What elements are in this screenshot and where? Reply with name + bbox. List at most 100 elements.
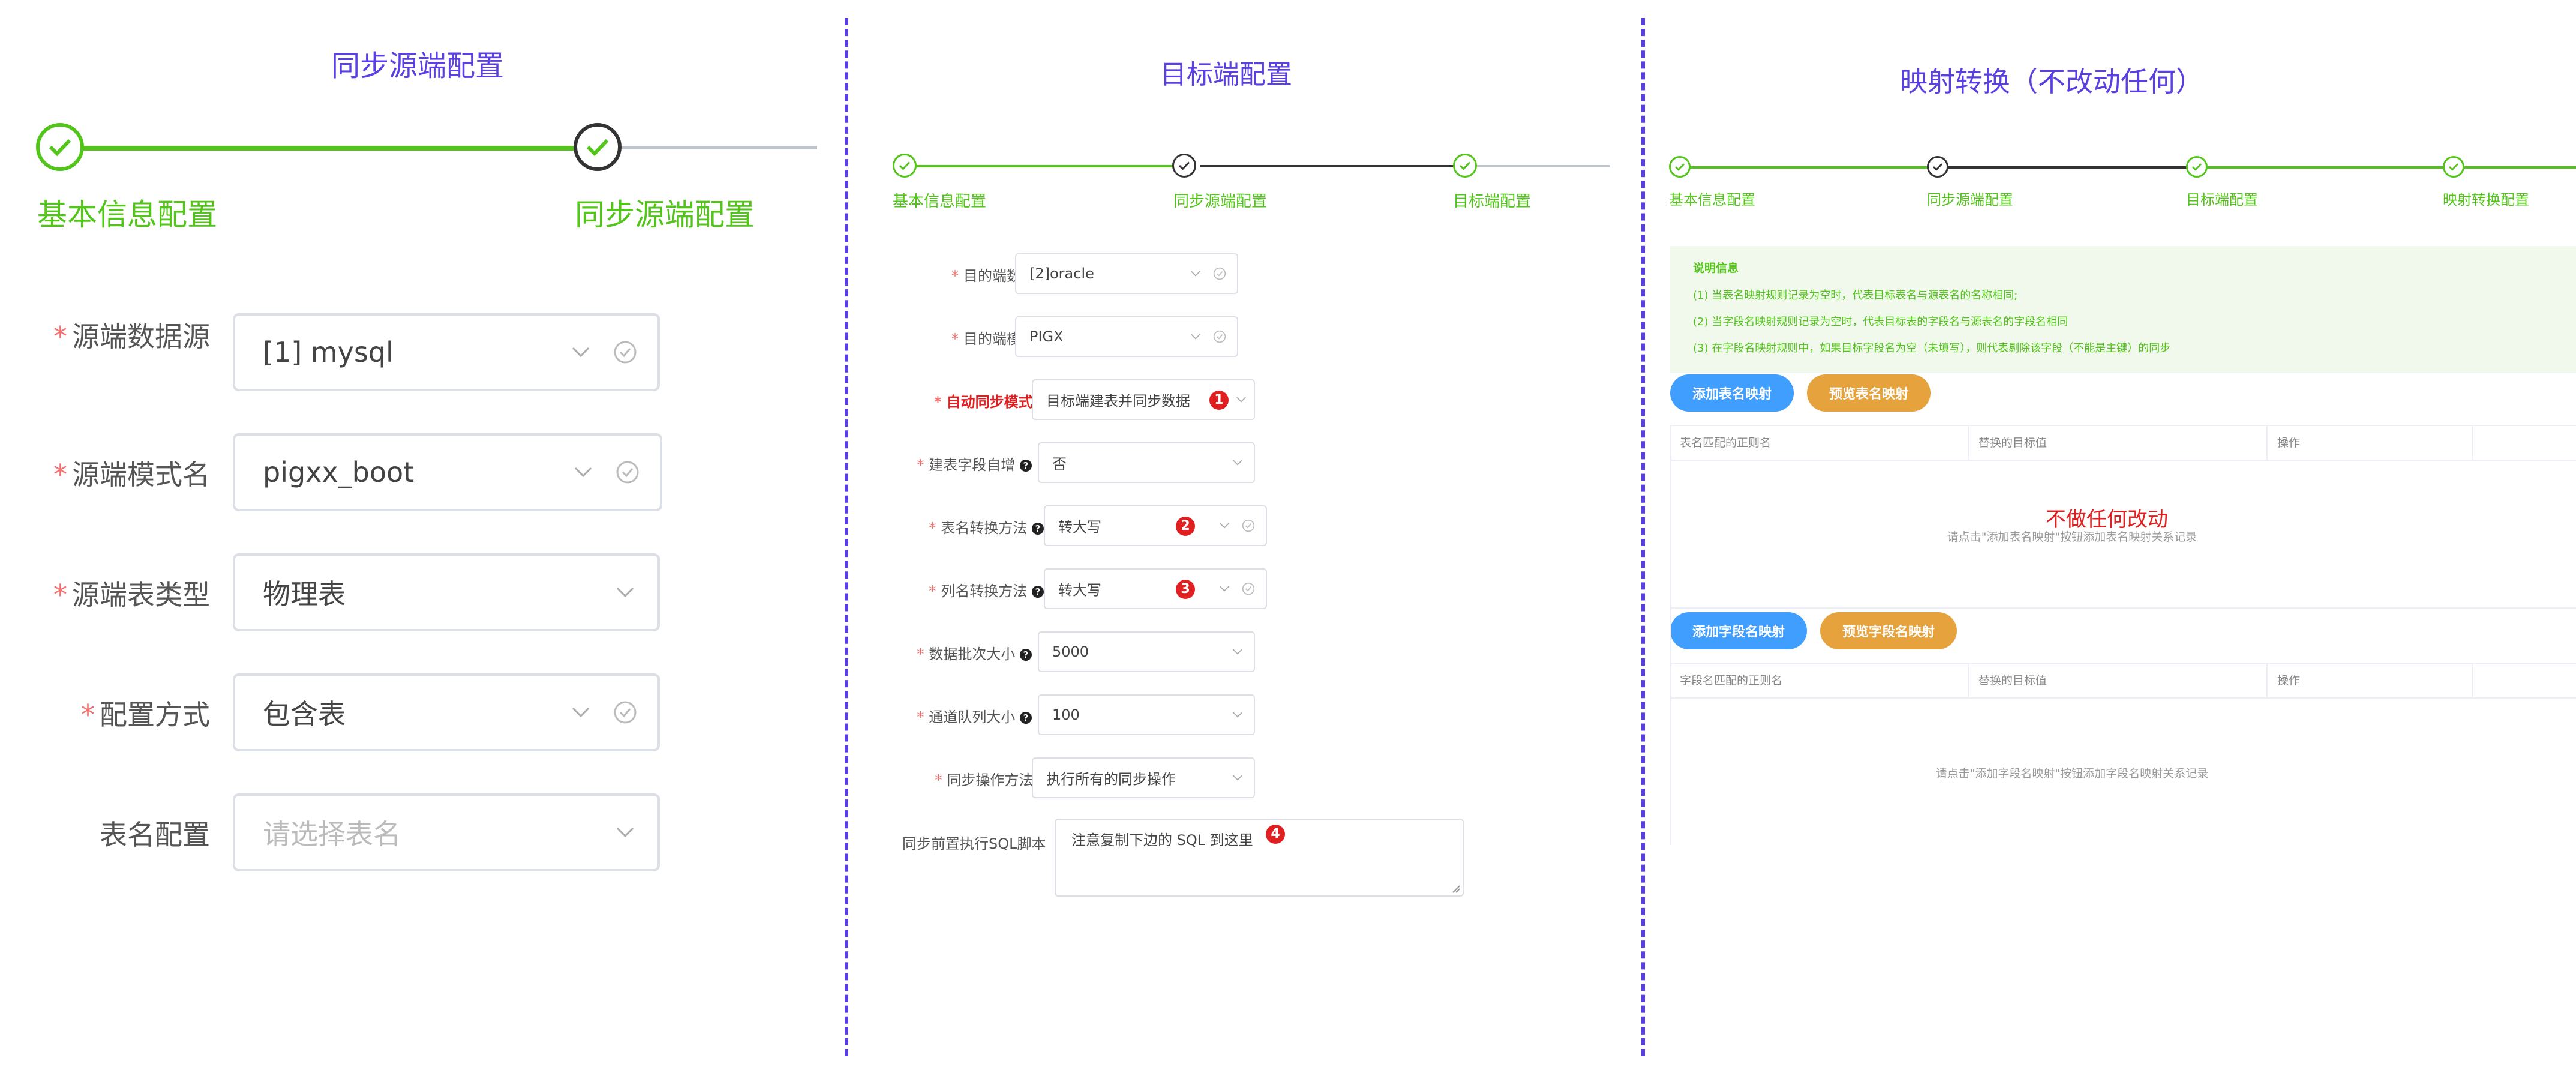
target-schema-select[interactable]: PIGX xyxy=(1015,316,1238,357)
step-complete-icon xyxy=(893,154,917,178)
step-connector xyxy=(2206,166,2444,169)
preview-field-mapping-button[interactable]: 预览字段名映射 xyxy=(1820,612,1957,649)
step-label: 映射转换配置 xyxy=(2443,191,2529,208)
table-left-border xyxy=(1670,425,1671,845)
info-line: (3) 在字段名映射规则中，如果目标字段名为空（未填写），则代表剔除该字段（不能… xyxy=(1693,342,2171,355)
panel-divider-2 xyxy=(1641,18,1645,1056)
column-header: 替换的目标值 xyxy=(1969,664,2268,697)
step-connector xyxy=(1472,165,1610,167)
info-title: 说明信息 xyxy=(1693,262,1739,275)
annotation-badge: 3 xyxy=(1176,580,1195,599)
panel2-title: 目标端配置 xyxy=(1160,59,1292,90)
chevron-down-icon xyxy=(574,467,592,478)
table-name-select[interactable]: 请选择表名 xyxy=(233,793,660,871)
check-circle-icon xyxy=(1242,519,1255,532)
batch-size-select[interactable]: 5000 xyxy=(1038,631,1255,672)
chevron-down-icon xyxy=(1220,586,1229,592)
help-icon[interactable]: ? xyxy=(1020,712,1032,724)
annotation-badge: 2 xyxy=(1176,517,1195,536)
table-mapping-header: 表名匹配的正则名 替换的目标值 操作 xyxy=(1670,425,2576,461)
preview-table-mapping-button[interactable]: 预览表名映射 xyxy=(1807,374,1931,412)
field-mapping-header: 字段名匹配的正则名 替换的目标值 操作 xyxy=(1670,663,2576,699)
pre-sql-textarea[interactable]: 注意复制下边的 SQL 到这里 4 xyxy=(1055,819,1464,897)
step-complete-icon xyxy=(2443,156,2464,178)
step-label: 基本信息配置 xyxy=(1669,191,1755,208)
step-label: 同步源端配置 xyxy=(1173,193,1268,211)
step-complete-icon xyxy=(2186,156,2208,178)
source-schema-label: *源端模式名 xyxy=(53,458,210,491)
add-field-mapping-button[interactable]: 添加字段名映射 xyxy=(1670,612,1807,649)
resize-handle-icon[interactable] xyxy=(1452,885,1460,893)
add-table-mapping-button[interactable]: 添加表名映射 xyxy=(1670,374,1794,412)
step-connector xyxy=(1947,166,2187,169)
sync-operation-select[interactable]: 执行所有的同步操作 xyxy=(1032,757,1255,798)
help-icon[interactable]: ? xyxy=(1032,523,1044,535)
annotation-badge: 1 xyxy=(1209,391,1229,410)
info-line: (1) 当表名映射规则记录为空时，代表目标表名与源表名的名称相同; xyxy=(1693,289,2018,302)
chevron-down-icon xyxy=(1220,523,1229,529)
help-icon[interactable]: ? xyxy=(1032,586,1044,598)
column-name-convert-select[interactable]: 转大写 3 xyxy=(1044,568,1267,609)
check-circle-icon xyxy=(1213,330,1226,343)
step-current-icon xyxy=(574,123,622,171)
check-circle-icon xyxy=(1242,582,1255,595)
chevron-down-icon xyxy=(1233,649,1242,655)
source-datasource-select[interactable]: [1] mysql xyxy=(233,313,660,391)
source-table-type-label: *源端表类型 xyxy=(53,579,210,611)
annotation-badge: 4 xyxy=(1266,825,1285,844)
pre-sql-label: 同步前置执行SQL脚本 xyxy=(902,835,1046,852)
no-change-annotation: 不做任何改动 xyxy=(2046,508,2168,532)
chevron-down-icon xyxy=(1233,460,1242,466)
panel1-title: 同步源端配置 xyxy=(331,49,505,83)
divider xyxy=(1670,607,2576,609)
check-circle-icon xyxy=(616,461,639,484)
chevron-down-icon xyxy=(572,707,590,718)
chevron-down-icon xyxy=(1233,775,1242,781)
auto-sync-mode-select[interactable]: 目标端建表并同步数据 1 xyxy=(1032,379,1255,420)
column-header: 字段名匹配的正则名 xyxy=(1670,664,1969,697)
step-label: 目标端配置 xyxy=(1453,193,1532,211)
column-header: 操作 xyxy=(2268,664,2473,697)
chevron-down-icon xyxy=(1233,712,1242,718)
step-label: 基本信息配置 xyxy=(893,193,987,211)
chevron-down-icon xyxy=(572,347,590,358)
step-complete-icon xyxy=(36,123,84,171)
auto-increment-select[interactable]: 否 xyxy=(1038,442,1255,483)
step-complete-icon xyxy=(1453,154,1477,178)
chevron-down-icon xyxy=(1236,397,1246,403)
step-connector xyxy=(622,146,817,149)
chevron-down-icon xyxy=(616,827,634,838)
auto-sync-mode-label: *自动同步模式 ? xyxy=(934,390,1050,411)
step-connector xyxy=(1200,165,1455,167)
column-header: 替换的目标值 xyxy=(1969,426,2268,460)
source-schema-select[interactable]: pigxx_boot xyxy=(233,433,662,511)
source-table-type-select[interactable]: 物理表 xyxy=(233,553,660,631)
step-connector xyxy=(2462,166,2576,169)
channel-queue-label: *通道队列大小 ? xyxy=(917,705,1032,726)
step-label: 同步源端配置 xyxy=(1927,191,2013,208)
step-connector xyxy=(915,165,1184,167)
step-current-icon xyxy=(1172,154,1196,178)
check-circle-icon xyxy=(614,701,637,724)
auto-increment-label: *建表字段自增 ? xyxy=(917,453,1032,474)
step-connector xyxy=(1689,166,1929,169)
pre-sql-value: 注意复制下边的 SQL 到这里 xyxy=(1071,832,1253,849)
step-current-icon xyxy=(1927,156,1948,178)
info-alert: 说明信息 (1) 当表名映射规则记录为空时，代表目标表名与源表名的名称相同; (… xyxy=(1670,246,2576,373)
check-circle-icon xyxy=(614,341,637,364)
step-label: 目标端配置 xyxy=(2186,191,2258,208)
chevron-down-icon xyxy=(1191,271,1200,277)
table-name-convert-label: *表名转换方法 ? xyxy=(929,516,1044,537)
table-name-convert-select[interactable]: 转大写 2 xyxy=(1044,505,1267,546)
config-mode-select[interactable]: 包含表 xyxy=(233,673,660,751)
check-circle-icon xyxy=(1213,267,1226,280)
table-empty-text: 请点击"添加表名映射"按钮添加表名映射关系记录 xyxy=(1947,530,2197,544)
step-complete-icon xyxy=(1669,156,1691,178)
help-icon[interactable]: ? xyxy=(1020,460,1032,472)
target-datasource-select[interactable]: [2]oracle xyxy=(1015,253,1238,294)
help-icon[interactable]: ? xyxy=(1020,649,1032,661)
panel-divider-1 xyxy=(845,18,848,1056)
config-mode-label: *配置方式 xyxy=(81,699,210,731)
channel-queue-select[interactable]: 100 xyxy=(1038,694,1255,735)
column-header: 操作 xyxy=(2268,426,2473,460)
